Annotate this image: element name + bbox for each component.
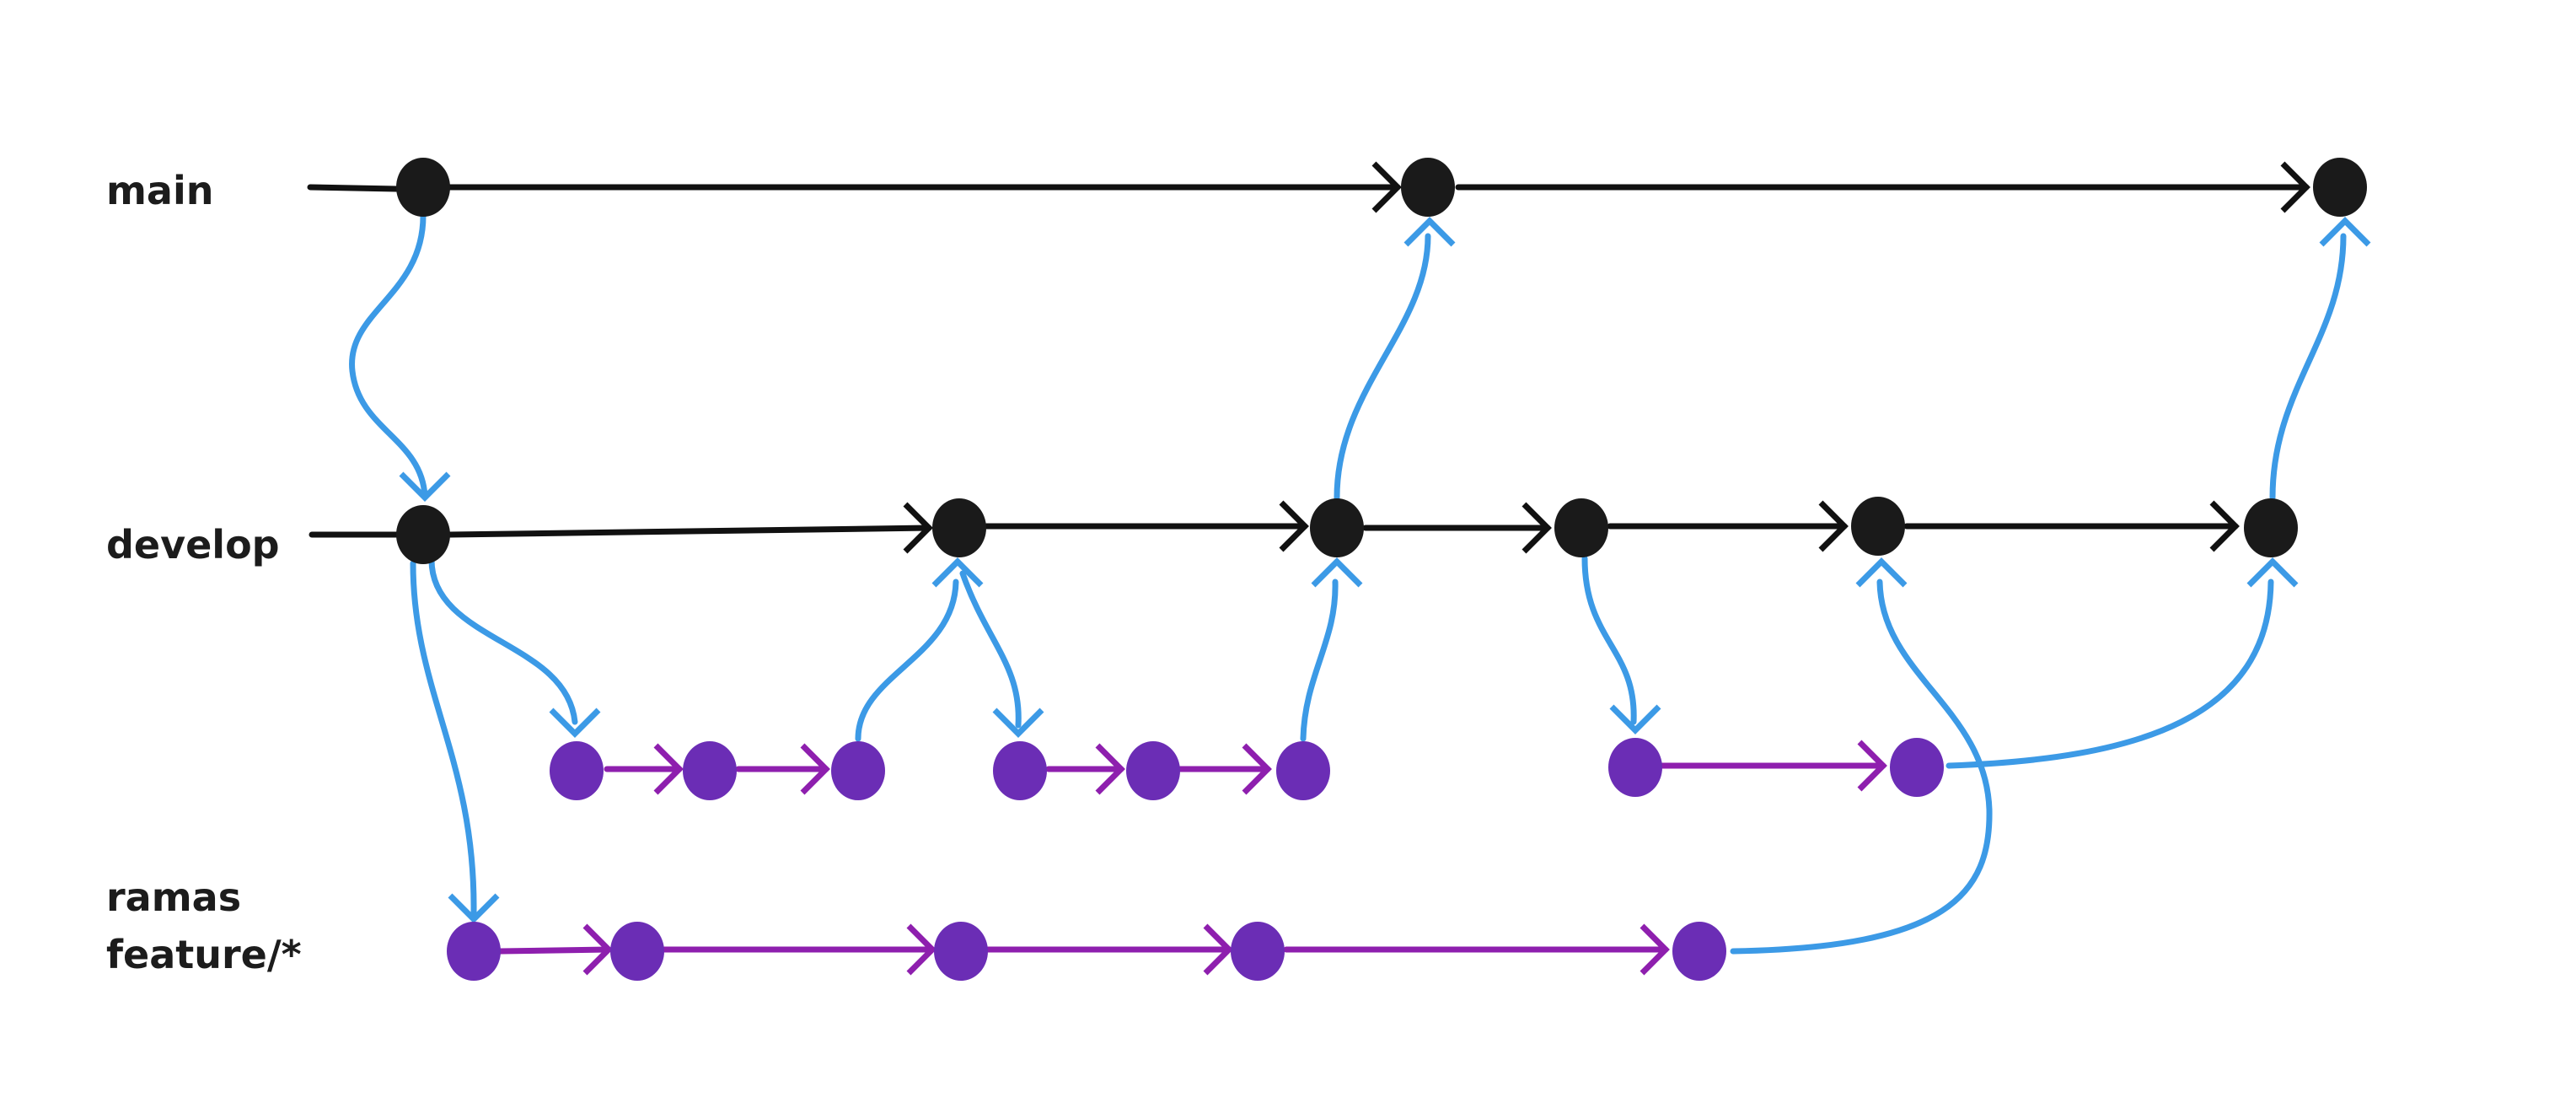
- develop-branch-arrow-2: [1279, 500, 1309, 552]
- merge-curve-feature1-to-develop: [855, 578, 959, 742]
- feature-row1-arrow-5: [1857, 740, 1887, 792]
- feature-commit-r2-1: [447, 922, 501, 981]
- main-branch-arrow-2: [2280, 161, 2310, 213]
- feature-row1-arrow-2: [800, 743, 830, 795]
- main-commit-1: [396, 158, 450, 217]
- feature-commit-r2-3: [934, 922, 988, 981]
- main-branch-line-start: [307, 184, 400, 192]
- branch-label-feature-line2: feature/*: [106, 932, 302, 977]
- branch-label-develop: develop: [106, 522, 280, 568]
- feature-commit-r1-2: [683, 741, 737, 800]
- merge-curve-develop-to-main-1: [1334, 233, 1431, 501]
- main-branch-arrow-1: [1371, 161, 1402, 213]
- merge-curve-develop-to-feature1: [428, 557, 578, 725]
- merge-arrow-main-to-develop: [399, 471, 451, 502]
- merge-arrow-develop-to-main-2: [2319, 217, 2371, 247]
- develop-branch-line-1: [447, 525, 932, 538]
- develop-commit-6: [2244, 498, 2298, 557]
- develop-branch-arrow-5: [2209, 500, 2240, 552]
- feature-row2-line-1: [497, 946, 612, 955]
- develop-branch-arrow-4: [1818, 500, 1849, 552]
- feature-commit-r1-7: [1608, 738, 1662, 797]
- merge-arrow-feature1-to-develop: [931, 557, 984, 588]
- feature-commit-r2-5: [1672, 922, 1726, 981]
- merge-arrow-develop-to-feature1c: [1609, 704, 1661, 734]
- feature-row2-arrow-2: [906, 923, 936, 976]
- feature-row2-arrow-3: [1203, 923, 1233, 976]
- develop-commit-3: [1310, 498, 1364, 557]
- merge-curve-feature2-to-develop: [1730, 578, 1993, 955]
- feature-commit-r2-2: [610, 922, 664, 981]
- branch-label-feature: ramas feature/*: [106, 869, 302, 983]
- feature-commit-r1-1: [550, 741, 604, 800]
- feature-row2-arrow-4: [1640, 923, 1670, 976]
- feature-commit-r2-4: [1231, 922, 1285, 981]
- merge-arrow-feature1c-to-develop: [2246, 557, 2299, 588]
- merge-curve-feature1b-to-develop: [1300, 578, 1339, 742]
- merge-arrow-develop-to-feature1b: [992, 708, 1044, 738]
- feature-commit-r1-5: [1126, 741, 1180, 800]
- feature-commit-r1-6: [1276, 741, 1330, 800]
- merge-arrow-develop-to-feature2: [448, 893, 500, 923]
- merge-curve-develop-to-feature1b: [959, 570, 1022, 729]
- merge-curve-develop-to-main-2: [2269, 233, 2347, 501]
- develop-commit-2: [932, 498, 986, 557]
- feature-row2-arrow-1: [582, 923, 613, 976]
- merge-curve-feature1c-to-develop: [1945, 578, 2274, 769]
- merge-arrow-develop-to-feature1: [549, 708, 601, 738]
- feature-commit-r1-3: [831, 741, 885, 800]
- main-commit-3: [2313, 158, 2367, 217]
- merge-arrow-develop-to-main-1: [1403, 217, 1456, 247]
- merge-arrow-feature2-to-develop: [1855, 557, 1908, 588]
- merge-arrow-feature1b-to-develop: [1311, 557, 1363, 588]
- develop-commit-5: [1851, 497, 1905, 556]
- merge-curve-main-to-develop: [349, 213, 428, 499]
- branch-label-main: main: [106, 168, 214, 213]
- feature-row1-arrow-4: [1242, 743, 1272, 795]
- feature-commit-r1-4: [993, 741, 1047, 800]
- branch-label-feature-line1: ramas: [106, 874, 242, 920]
- feature-row1-arrow-1: [653, 743, 684, 795]
- merge-curve-develop-to-feature1c: [1581, 555, 1637, 725]
- feature-row1-arrow-3: [1095, 743, 1125, 795]
- develop-branch-arrow-1: [903, 502, 933, 554]
- feature-commit-r1-8: [1890, 738, 1944, 797]
- develop-commit-4: [1554, 498, 1608, 557]
- main-commit-2: [1401, 158, 1455, 217]
- develop-branch-arrow-3: [1521, 502, 1552, 554]
- merge-curve-develop-to-feature2: [410, 560, 477, 916]
- develop-commit-1: [396, 505, 450, 564]
